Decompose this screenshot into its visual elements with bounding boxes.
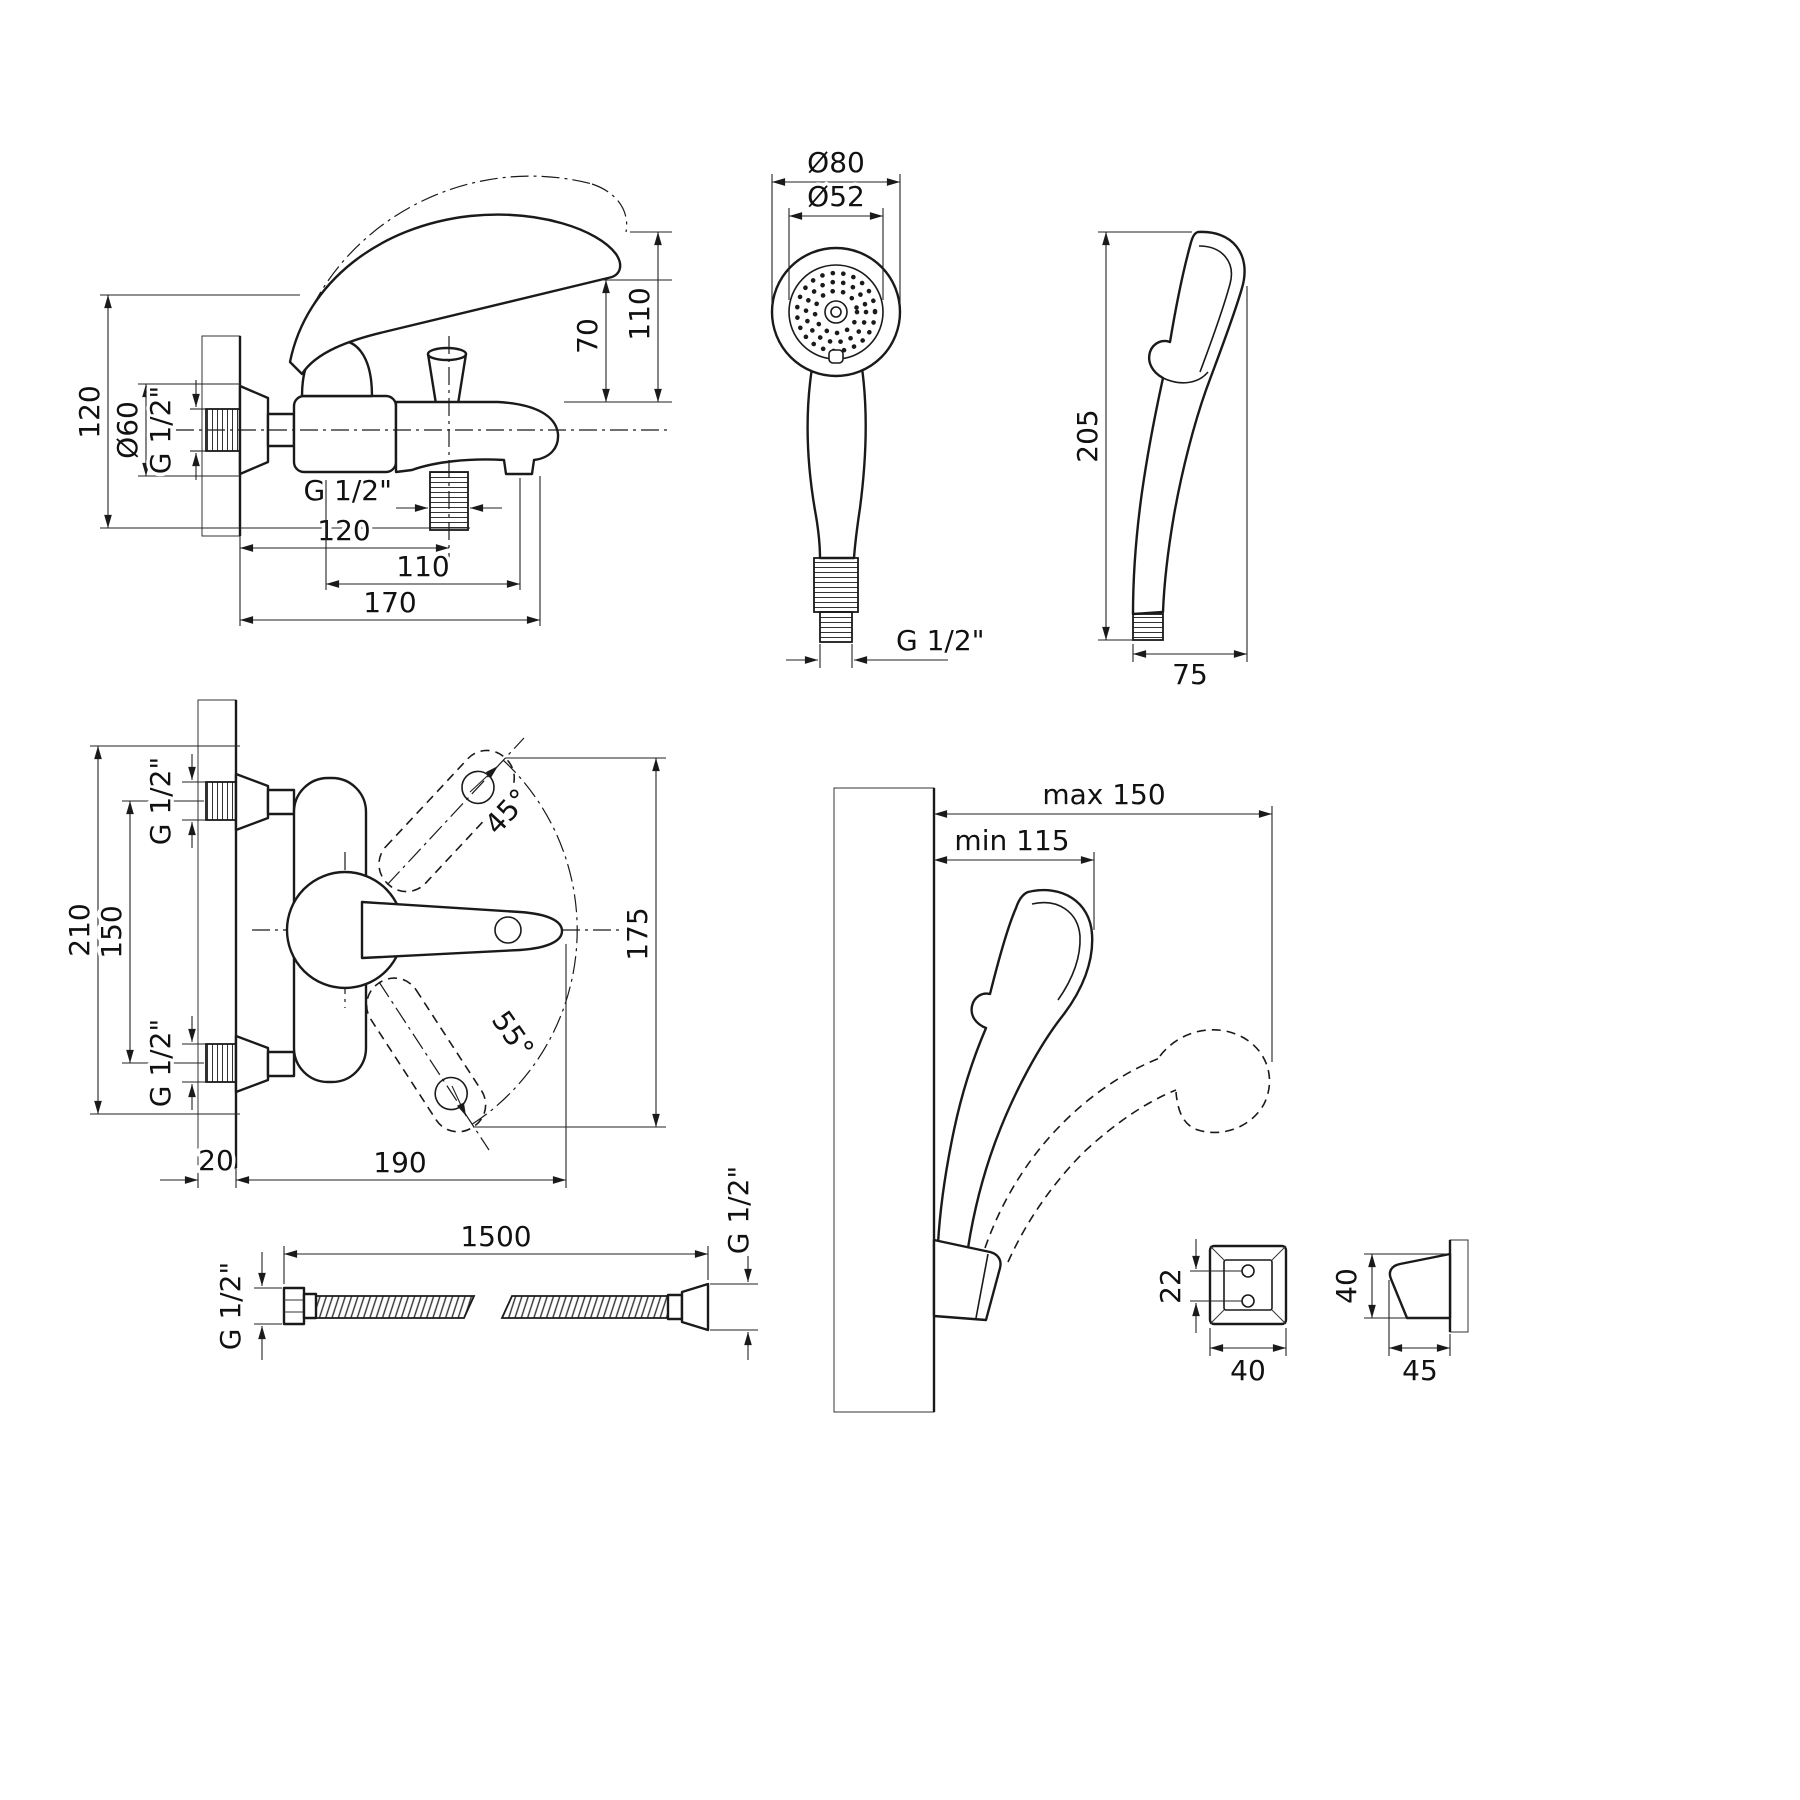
mode-switch [828,349,844,364]
lever-hole [494,916,522,944]
dim-swing-height: 175 [621,907,654,960]
holder-cup [932,1238,1002,1322]
bracket-side-profile [1388,1252,1452,1320]
view-wall-holder: max 150 min 115 [833,775,1273,1413]
nozzle-ring-outer [794,270,878,354]
grip-ribbing [813,557,859,613]
dim-overall-height-front: 210 [63,903,96,956]
dim-bracket-width: 40 [1230,1354,1266,1387]
escutcheon-top [234,772,270,832]
bracket-wall-hatch [1449,1239,1469,1333]
dim-max-distance: max 150 [1042,778,1165,811]
dim-angle-up: 45° [478,782,536,841]
aerator-down [434,1076,469,1111]
nozzle-ring-inner [812,288,860,336]
dim-flange-diameter: Ø60 [111,401,144,459]
handle-alt-position [299,175,593,337]
dim-wall-thread: G 1/2" [144,386,177,475]
dim-thread-bottom: G 1/2" [144,1019,177,1108]
swivel-arc [470,759,578,1126]
handle-thread [819,611,853,643]
screw-hole-bottom [1241,1294,1255,1308]
dim-bracket-height: 40 [1330,1268,1363,1304]
view-mixer-side: 120 Ø60 G 1/2" 110 70 G 1/2" 120 110 170 [70,175,672,626]
dim-thread: G 1/2" [896,624,985,657]
lever-front [360,900,564,960]
dim-outlet-offset: 120 [317,514,370,547]
handset-dashed-head [1159,1028,1271,1134]
screw-hole-top [1241,1264,1255,1278]
spout [394,400,560,476]
diverter-knob [426,352,468,406]
wall-hatch-holder [833,787,935,1413]
handset-in-holder [936,888,1094,1250]
handle-thread-side [1132,613,1164,641]
dim-depth: 75 [1172,658,1208,691]
dim-hole-spacing: 22 [1154,1268,1187,1304]
bracket-front-outer [1208,1244,1288,1326]
dim-overall-height: 120 [73,385,106,438]
dim-face-diameter: Ø52 [807,180,865,213]
escutcheon-bottom [234,1034,270,1094]
handset-dashed-edge-2 [1007,1089,1177,1263]
dim-spout-length: 190 [373,1146,426,1179]
view-bracket-detail: 22 40 40 45 [1151,1239,1469,1391]
hose-cone-right [680,1282,710,1332]
nozzle-ring-middle [803,279,869,345]
dim-bracket-depth: 45 [1402,1354,1438,1387]
dim-hose-length: 1500 [460,1220,531,1253]
dim-head-diameter: Ø80 [807,146,865,179]
inlet-pipe-bottom [205,1043,237,1083]
dim-hose-thread-left: G 1/2" [214,1262,247,1351]
hose-nut-left [282,1286,306,1326]
view-handshower-side: 205 75 [1068,230,1248,695]
dim-inlet-spacing: 150 [95,905,128,958]
wall-hatch-front [197,699,237,1169]
dim-spout-reach: 170 [363,586,416,619]
handle [806,366,867,560]
dim-handle-height: 110 [623,287,656,340]
dim-cartridge-height: 70 [571,318,604,354]
view-handshower-front: Ø80 Ø52 G 1/2" [770,143,988,668]
bracket-front-inner [1223,1259,1273,1311]
dim-thread-top: G 1/2" [144,757,177,846]
view-hose: 1500 G 1/2" G 1/2" [211,1162,759,1360]
dim-outlet-thread: G 1/2" [303,474,392,507]
dim-wall-thickness: 20 [198,1144,234,1177]
hose-segment-2 [500,1295,669,1319]
lever-handle [288,213,622,376]
dim-hose-thread-right: G 1/2" [722,1166,755,1255]
dim-aerator-offset: 110 [396,550,449,583]
dim-angle-down: 55° [485,1005,541,1065]
dim-length: 205 [1071,409,1104,462]
view-mixer-front: 45° 55° 210 150 G 1/2" G 1/2" 175 20 190 [60,699,666,1188]
inlet-pipe-top [205,781,237,821]
dim-min-distance: min 115 [954,824,1069,857]
mixer-body [292,394,398,474]
handset-dashed-edge-1 [984,1057,1161,1249]
hose-segment-1 [315,1295,476,1319]
